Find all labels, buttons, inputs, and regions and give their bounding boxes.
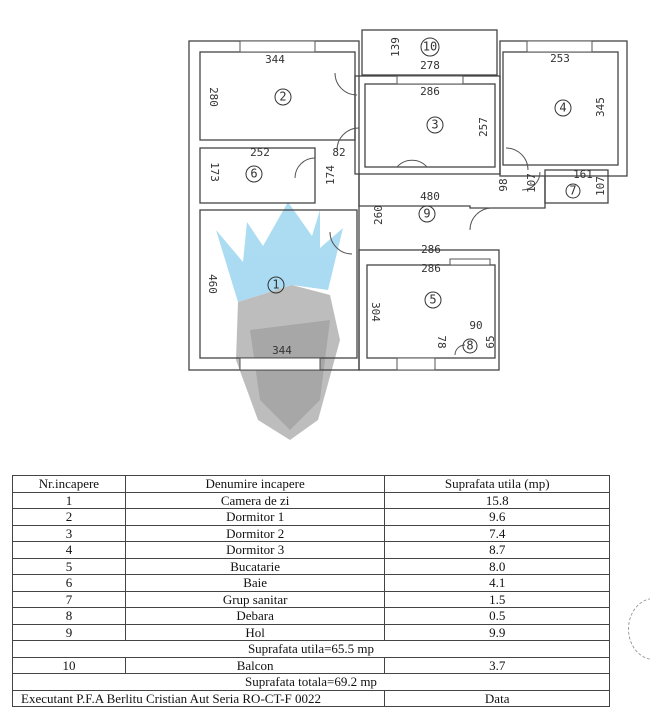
svg-text:286: 286 (420, 85, 440, 98)
svg-text:82: 82 (332, 146, 345, 159)
header-room-number: Nr.incapere (12, 475, 126, 493)
svg-text:174: 174 (324, 165, 337, 185)
room-number: 4 (12, 541, 126, 559)
room-3: 3 286 257 (420, 85, 490, 137)
room-8: 8 90 78 65 (435, 319, 497, 354)
svg-text:344: 344 (265, 53, 285, 66)
svg-text:480: 480 (420, 190, 440, 203)
room-area: 15.8 (384, 491, 610, 509)
stamp (628, 598, 650, 660)
svg-text:7: 7 (569, 184, 576, 198)
room-area: 8.7 (384, 541, 610, 559)
svg-text:345: 345 (594, 97, 607, 117)
svg-text:98: 98 (497, 178, 510, 191)
room-5: 5 286 286 304 (369, 243, 442, 322)
svg-text:278: 278 (420, 59, 440, 72)
svg-text:90: 90 (469, 319, 482, 332)
watermark-logo (216, 202, 343, 440)
room-name: Camera de zi (124, 491, 386, 509)
room-7: 7 161 107 107 98 (497, 168, 607, 199)
svg-text:4: 4 (559, 101, 566, 115)
svg-text:1: 1 (272, 278, 279, 292)
svg-text:286: 286 (421, 262, 441, 275)
svg-text:173: 173 (208, 162, 221, 182)
svg-text:260: 260 (372, 205, 385, 225)
header-room-name: Denumire incapere (124, 475, 386, 493)
room-area: 7.4 (384, 524, 610, 542)
room-area: 9.6 (384, 508, 610, 526)
room-name: Bucatarie (124, 557, 386, 575)
header-area: Suprafata utila (mp) (384, 475, 610, 493)
room-name: Dormitor 1 (124, 508, 386, 526)
room-number: 3 (12, 524, 126, 542)
svg-text:78: 78 (435, 335, 448, 348)
svg-text:8: 8 (466, 339, 473, 353)
svg-text:107: 107 (594, 176, 607, 196)
table-row: 10 Balcon 3.7 (12, 656, 610, 674)
room-area-table: Nr.incapere Denumire incapere Suprafata … (11, 475, 610, 707)
svg-text:280: 280 (207, 87, 220, 107)
windows (239, 40, 593, 371)
svg-text:161: 161 (573, 168, 593, 181)
svg-text:257: 257 (477, 117, 490, 137)
svg-text:10: 10 (423, 40, 437, 54)
svg-text:9: 9 (423, 207, 430, 221)
room-number: 2 (12, 508, 126, 526)
svg-text:286: 286 (421, 243, 441, 256)
room-name: Dormitor 2 (124, 524, 386, 542)
room-area: 0.5 (384, 607, 610, 625)
svg-text:460: 460 (206, 274, 219, 294)
svg-text:304: 304 (369, 302, 382, 322)
room-name: Baie (124, 574, 386, 592)
room-name: Dormitor 3 (124, 541, 386, 559)
svg-text:253: 253 (550, 52, 570, 65)
subtotal-row: Suprafata utila=65.5 mp (12, 640, 610, 658)
svg-text:344: 344 (272, 344, 292, 357)
room-6: 6 252 173 (208, 146, 270, 183)
svg-text:5: 5 (429, 293, 436, 307)
room-number: 6 (12, 574, 126, 592)
room-9: 9 480 260 82 174 (324, 146, 440, 225)
svg-text:65: 65 (484, 335, 497, 348)
svg-text:3: 3 (431, 118, 438, 132)
room-name: Hol (124, 623, 386, 641)
room-area: 1.5 (384, 590, 610, 608)
room-2: 2 344 280 (207, 53, 292, 107)
svg-text:139: 139 (389, 37, 402, 57)
room-number: 9 (12, 623, 126, 641)
footer-row: Executant P.F.A Berlitu Cristian Aut Ser… (11, 689, 610, 707)
room-number: 8 (12, 607, 126, 625)
room-number: 1 (12, 491, 126, 509)
room-1: 1 460 344 (206, 274, 292, 357)
table-header: Nr.incapere Denumire incapere Suprafata … (12, 475, 610, 493)
room-number: 5 (12, 557, 126, 575)
room-10: 10 139 278 (389, 37, 440, 72)
room-number: 7 (12, 590, 126, 608)
svg-text:252: 252 (250, 146, 270, 159)
room-area: 9.9 (384, 623, 610, 641)
svg-text:2: 2 (279, 90, 286, 104)
svg-text:107: 107 (525, 173, 538, 193)
room-area: 8.0 (384, 557, 610, 575)
room-area: 4.1 (384, 574, 610, 592)
doors (294, 72, 541, 356)
room-name: Grup sanitar (124, 590, 386, 608)
room-4: 4 253 345 (550, 52, 607, 117)
svg-text:6: 6 (250, 167, 257, 181)
room-name: Debara (124, 607, 386, 625)
floor-plan: 1 460 344 2 344 280 3 286 257 4 253 345 … (188, 29, 628, 440)
